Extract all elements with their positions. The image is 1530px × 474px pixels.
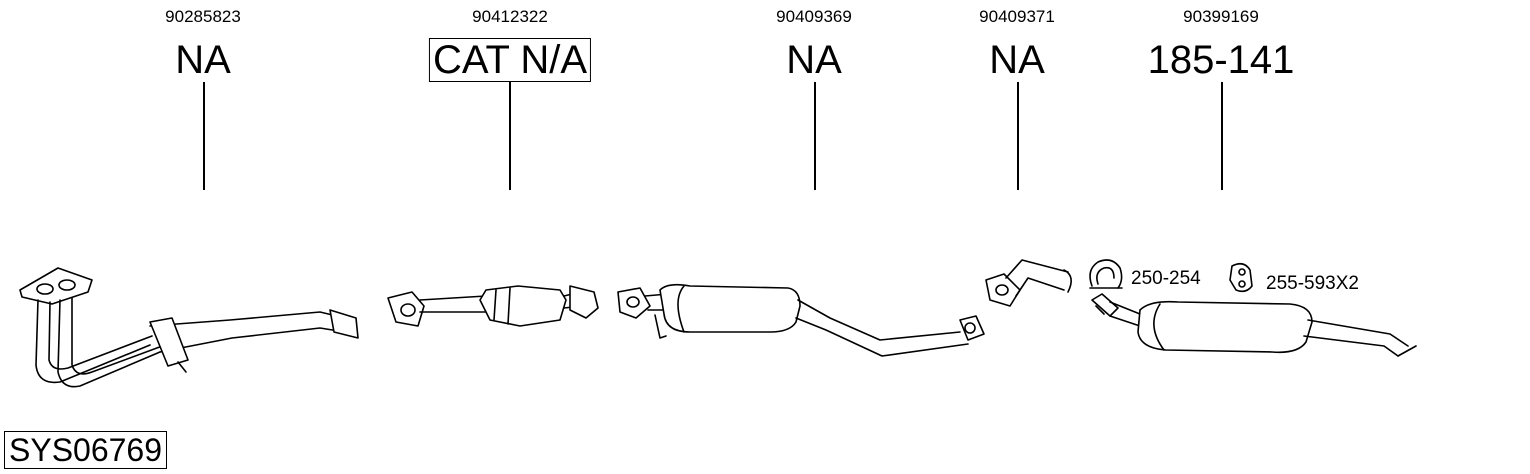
leader-line-5 (1221, 82, 1223, 190)
part-code-4: NA (989, 38, 1045, 82)
front-pipe-drawing (19, 267, 359, 388)
rear-silencer-drawing (1091, 293, 1417, 357)
connecting-pipe-drawing (985, 259, 1072, 307)
part-number-4: 90409371 (979, 7, 1055, 26)
leader-line-1 (203, 82, 205, 190)
rubber-mount-icon (1229, 262, 1253, 293)
part-code-2: CAT N/A (428, 38, 592, 82)
catalytic-converter-drawing (387, 285, 599, 327)
accessory-label-mount: 255-593X2 (1266, 273, 1359, 294)
part-number-1: 90285823 (165, 7, 241, 26)
part-number-2: 90412322 (472, 7, 548, 26)
leader-line-3 (814, 82, 816, 190)
part-number-5: 90399169 (1183, 7, 1259, 26)
centre-silencer-drawing (617, 283, 985, 357)
part-code-5: 185-141 (1147, 38, 1295, 82)
leader-line-2 (509, 82, 511, 190)
part-code-3: NA (786, 38, 842, 82)
part-number-3: 90409369 (776, 7, 852, 26)
system-id: SYS06769 (4, 431, 168, 469)
clamp-icon (1089, 259, 1123, 289)
part-code-1: NA (175, 38, 231, 82)
accessory-label-clamp: 250-254 (1131, 268, 1201, 289)
leader-line-4 (1017, 82, 1019, 190)
